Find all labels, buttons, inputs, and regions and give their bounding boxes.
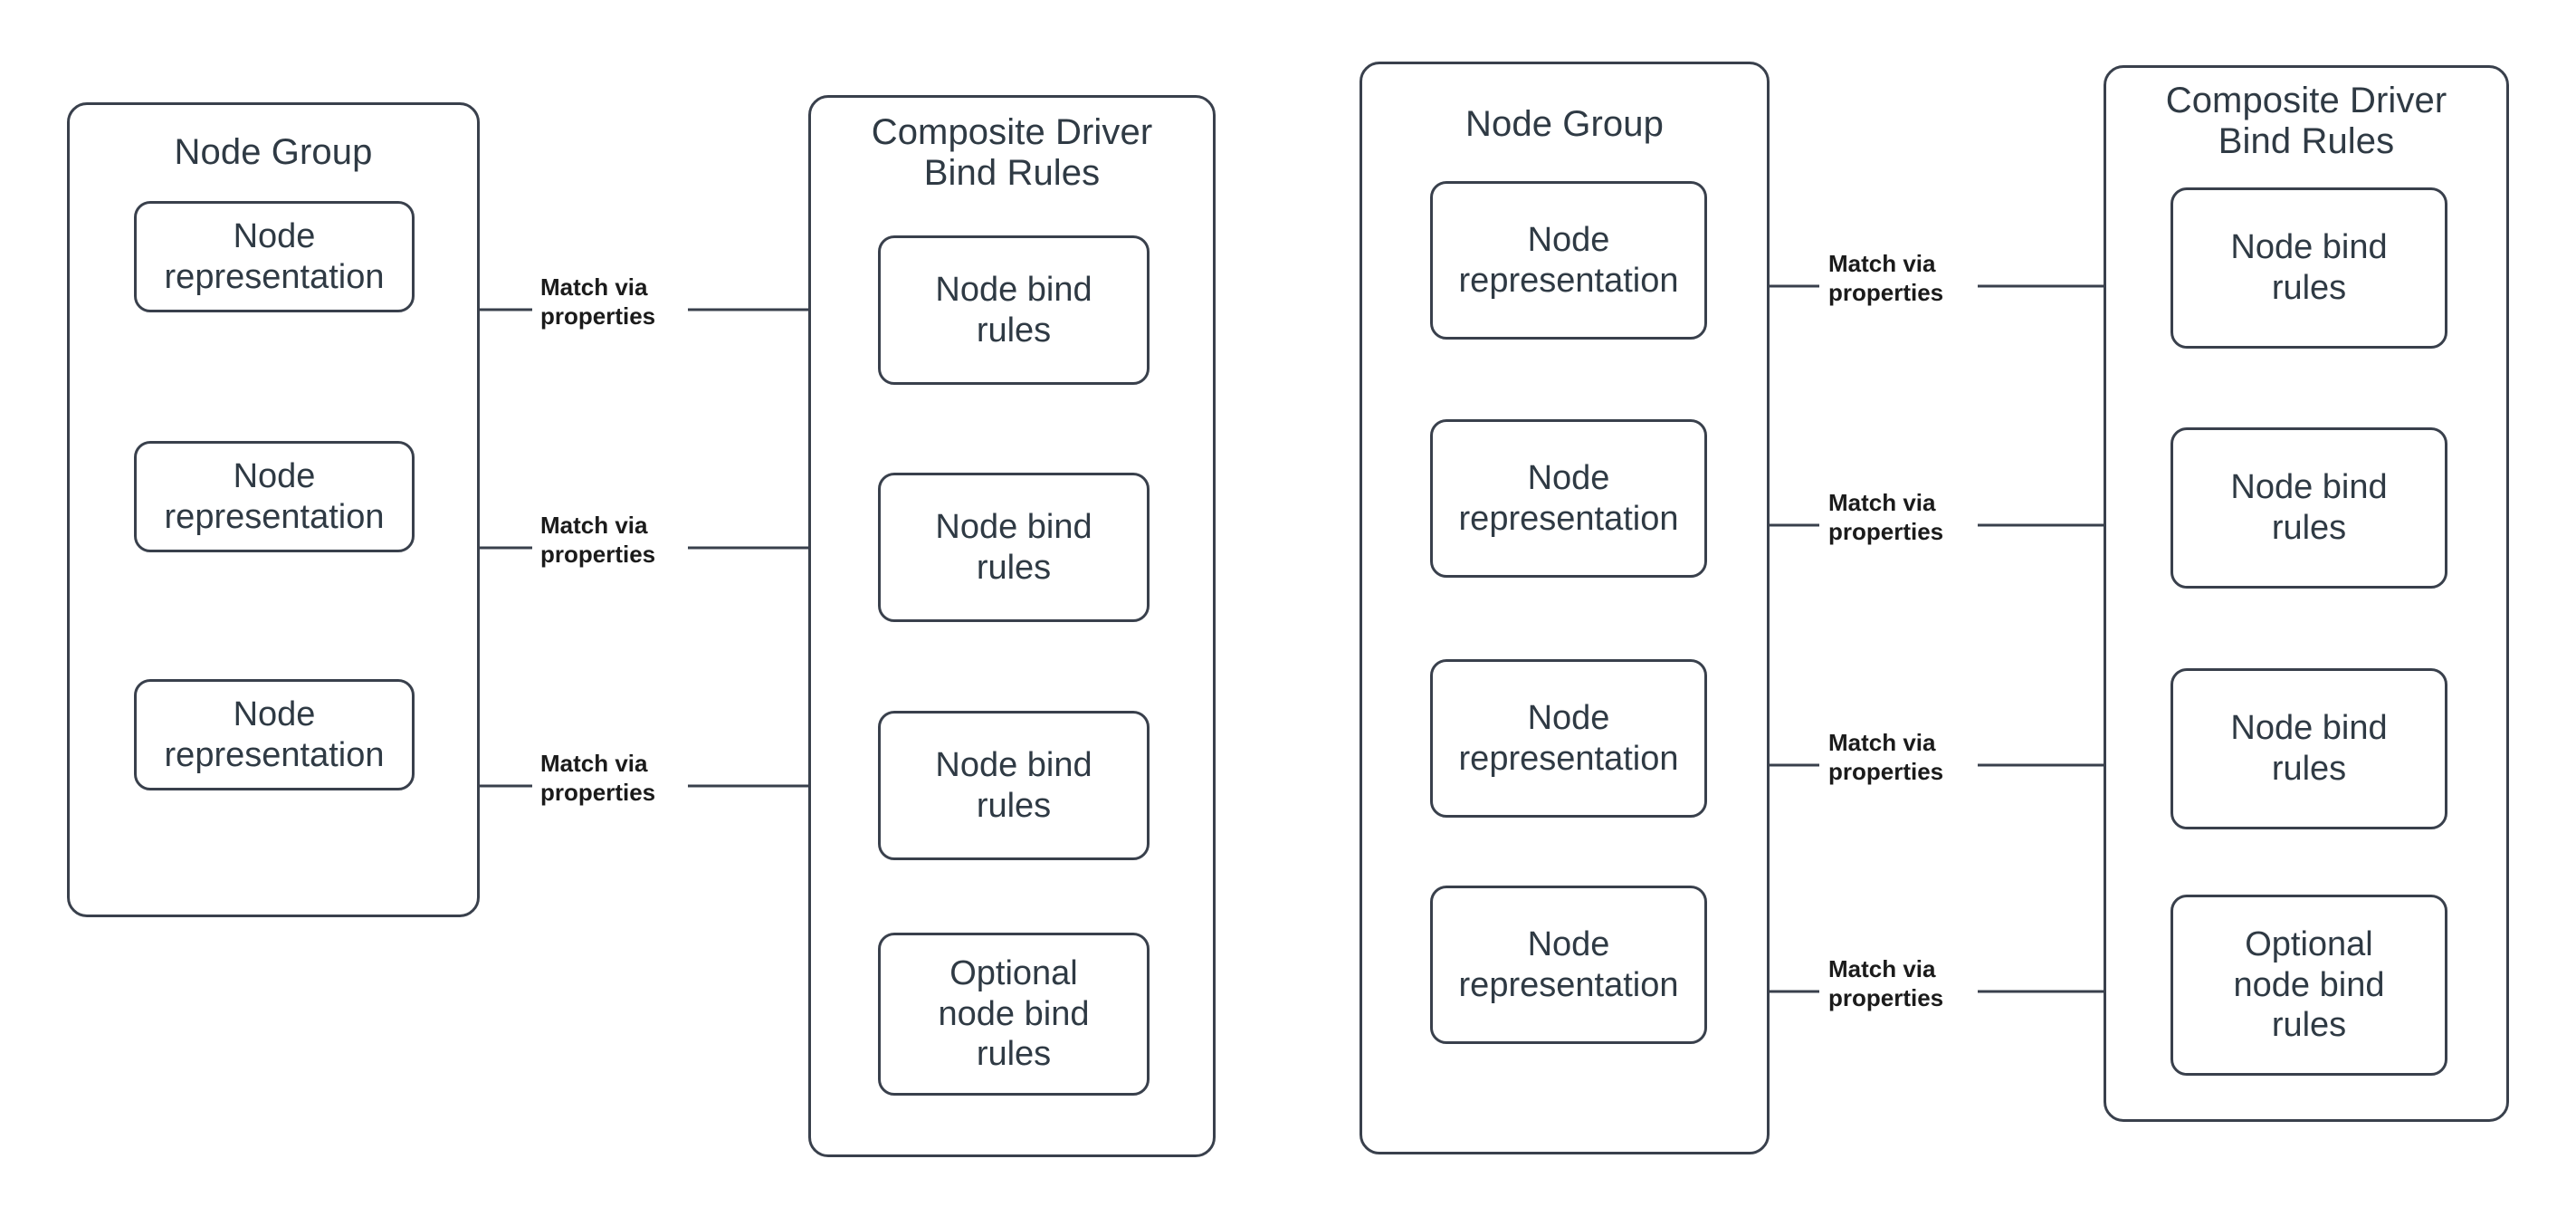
- left-node-bind-rules-2[interactable]: Node bind rules: [878, 473, 1150, 622]
- right-optional-node-bind-rules[interactable]: Optional node bind rules: [2171, 895, 2447, 1076]
- right-node-bind-rules-1[interactable]: Node bind rules: [2171, 187, 2447, 349]
- left-node-representation-1[interactable]: Node representation: [134, 201, 415, 312]
- left-edge-label-3: Match via properties: [540, 750, 656, 806]
- right-edge-label-4: Match via properties: [1828, 955, 1944, 1011]
- right-node-representation-1[interactable]: Node representation: [1430, 181, 1707, 340]
- right-node-bind-rules-3[interactable]: Node bind rules: [2171, 668, 2447, 829]
- right-node-group-title: Node Group: [1465, 104, 1664, 144]
- right-node-representation-2[interactable]: Node representation: [1430, 419, 1707, 578]
- left-edge-label-1: Match via properties: [540, 273, 656, 330]
- right-node-bind-rules-2[interactable]: Node bind rules: [2171, 427, 2447, 589]
- left-node-group-title: Node Group: [174, 132, 373, 172]
- right-node-representation-3[interactable]: Node representation: [1430, 659, 1707, 818]
- left-bind-rules-title: Composite Driver Bind Rules: [871, 112, 1153, 193]
- left-node-bind-rules-3[interactable]: Node bind rules: [878, 711, 1150, 860]
- left-node-representation-2[interactable]: Node representation: [134, 441, 415, 552]
- right-node-representation-4[interactable]: Node representation: [1430, 886, 1707, 1044]
- right-edge-label-1: Match via properties: [1828, 250, 1944, 306]
- left-optional-node-bind-rules[interactable]: Optional node bind rules: [878, 933, 1150, 1096]
- right-bind-rules-title: Composite Driver Bind Rules: [2165, 81, 2447, 161]
- left-node-bind-rules-1[interactable]: Node bind rules: [878, 235, 1150, 385]
- right-edge-label-2: Match via properties: [1828, 489, 1944, 545]
- left-edge-label-2: Match via properties: [540, 512, 656, 568]
- right-edge-label-3: Match via properties: [1828, 729, 1944, 785]
- left-node-representation-3[interactable]: Node representation: [134, 679, 415, 790]
